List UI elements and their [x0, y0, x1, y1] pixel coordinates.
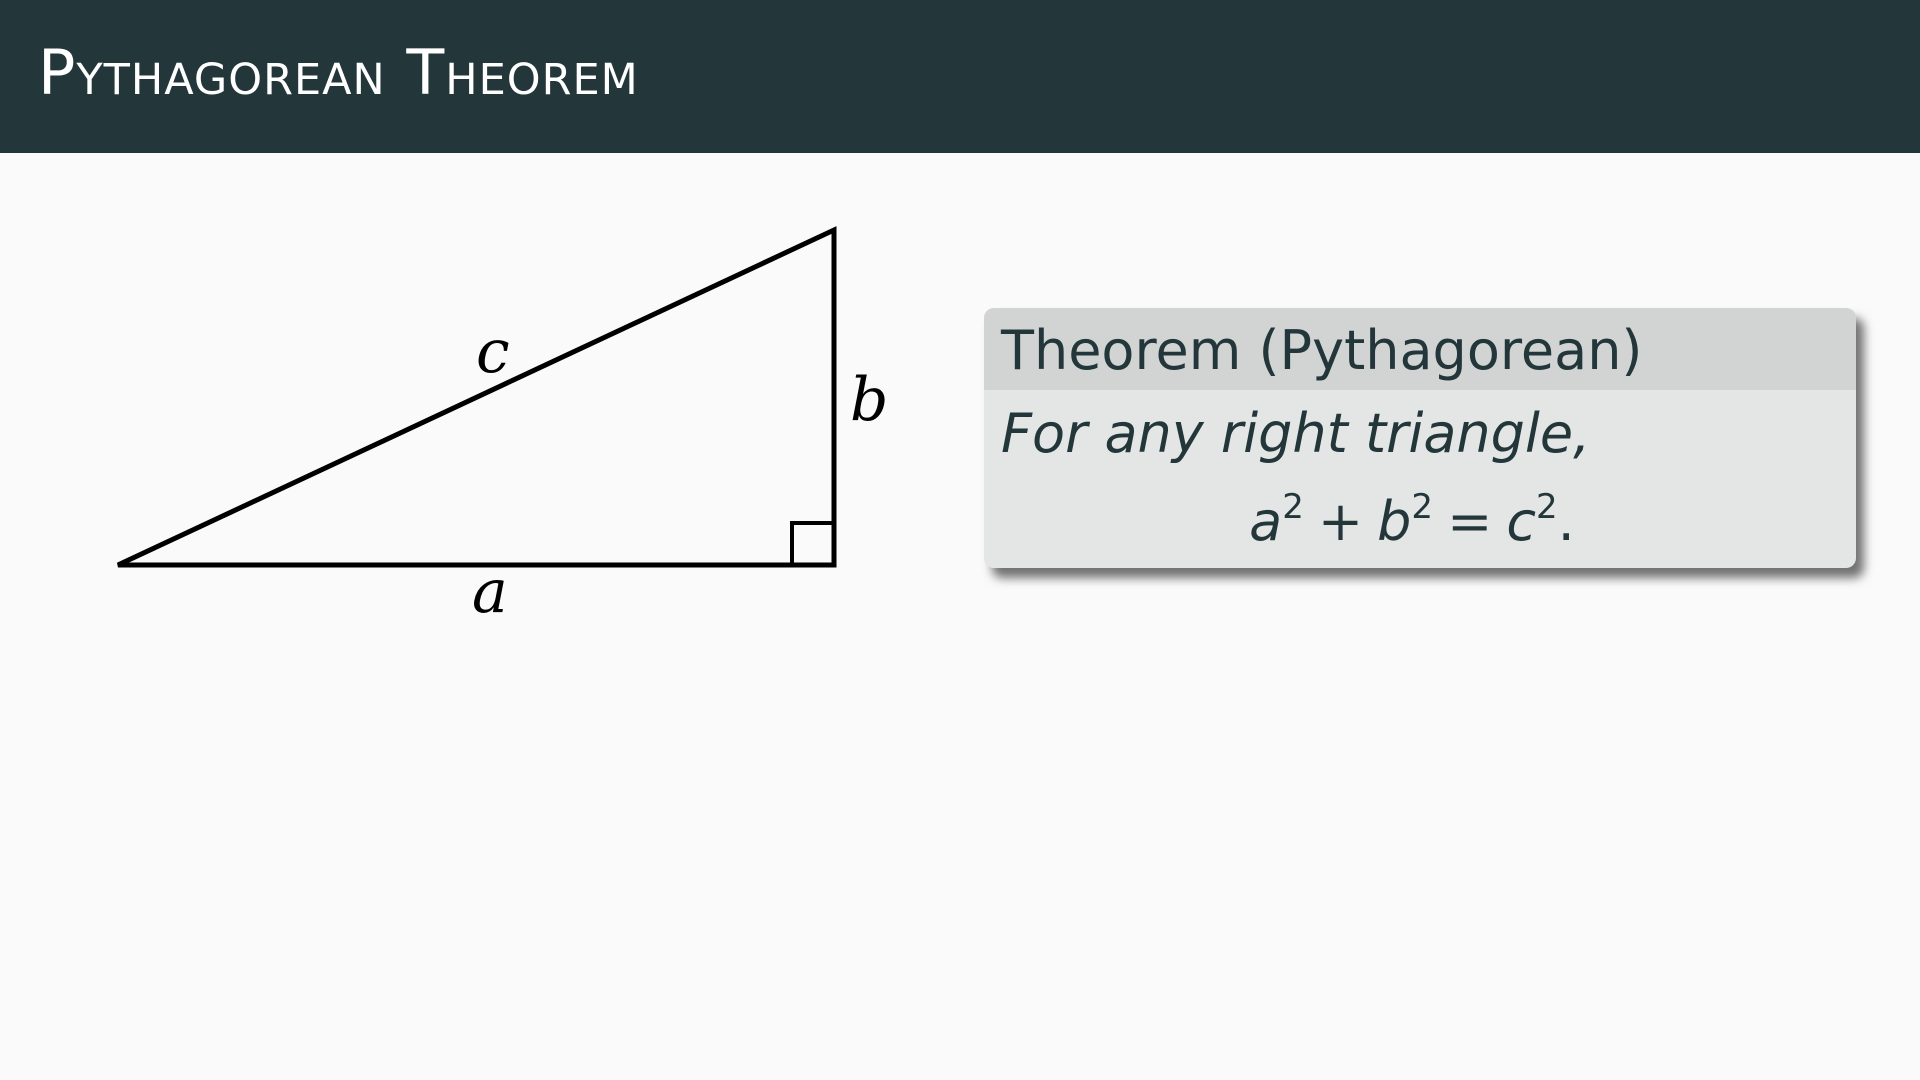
formula-term-a: a [1249, 490, 1283, 553]
right-triangle-figure: c b a [116, 226, 888, 627]
formula-exponent-a: 2 [1282, 487, 1304, 527]
slide-title: Pythagorean Theorem [38, 36, 639, 109]
vertical-leg-label: b [850, 365, 888, 435]
theorem-body: For any right triangle, [984, 390, 1856, 478]
theorem-statement: For any right triangle, [1001, 402, 1591, 465]
theorem-heading: Theorem (Pythagorean) [984, 308, 1856, 390]
formula-term-b: b [1377, 490, 1412, 553]
theorem-block: Theorem (Pythagorean) For any right tria… [984, 308, 1856, 568]
hypotenuse-label: c [476, 317, 510, 387]
formula-equals: = [1447, 490, 1493, 553]
formula-period: . [1557, 490, 1575, 553]
formula-term-c: c [1506, 490, 1537, 553]
right-angle-marker [790, 521, 834, 565]
formula-plus: + [1317, 490, 1364, 553]
formula-exponent-c: 2 [1536, 487, 1558, 527]
horizontal-leg-label: a [472, 557, 508, 627]
pythagorean-formula: a2+b2=c2. [984, 486, 1840, 558]
formula-exponent-b: 2 [1411, 487, 1434, 527]
triangle-outline [116, 226, 837, 568]
title-bar: Pythagorean Theorem [0, 0, 1920, 153]
